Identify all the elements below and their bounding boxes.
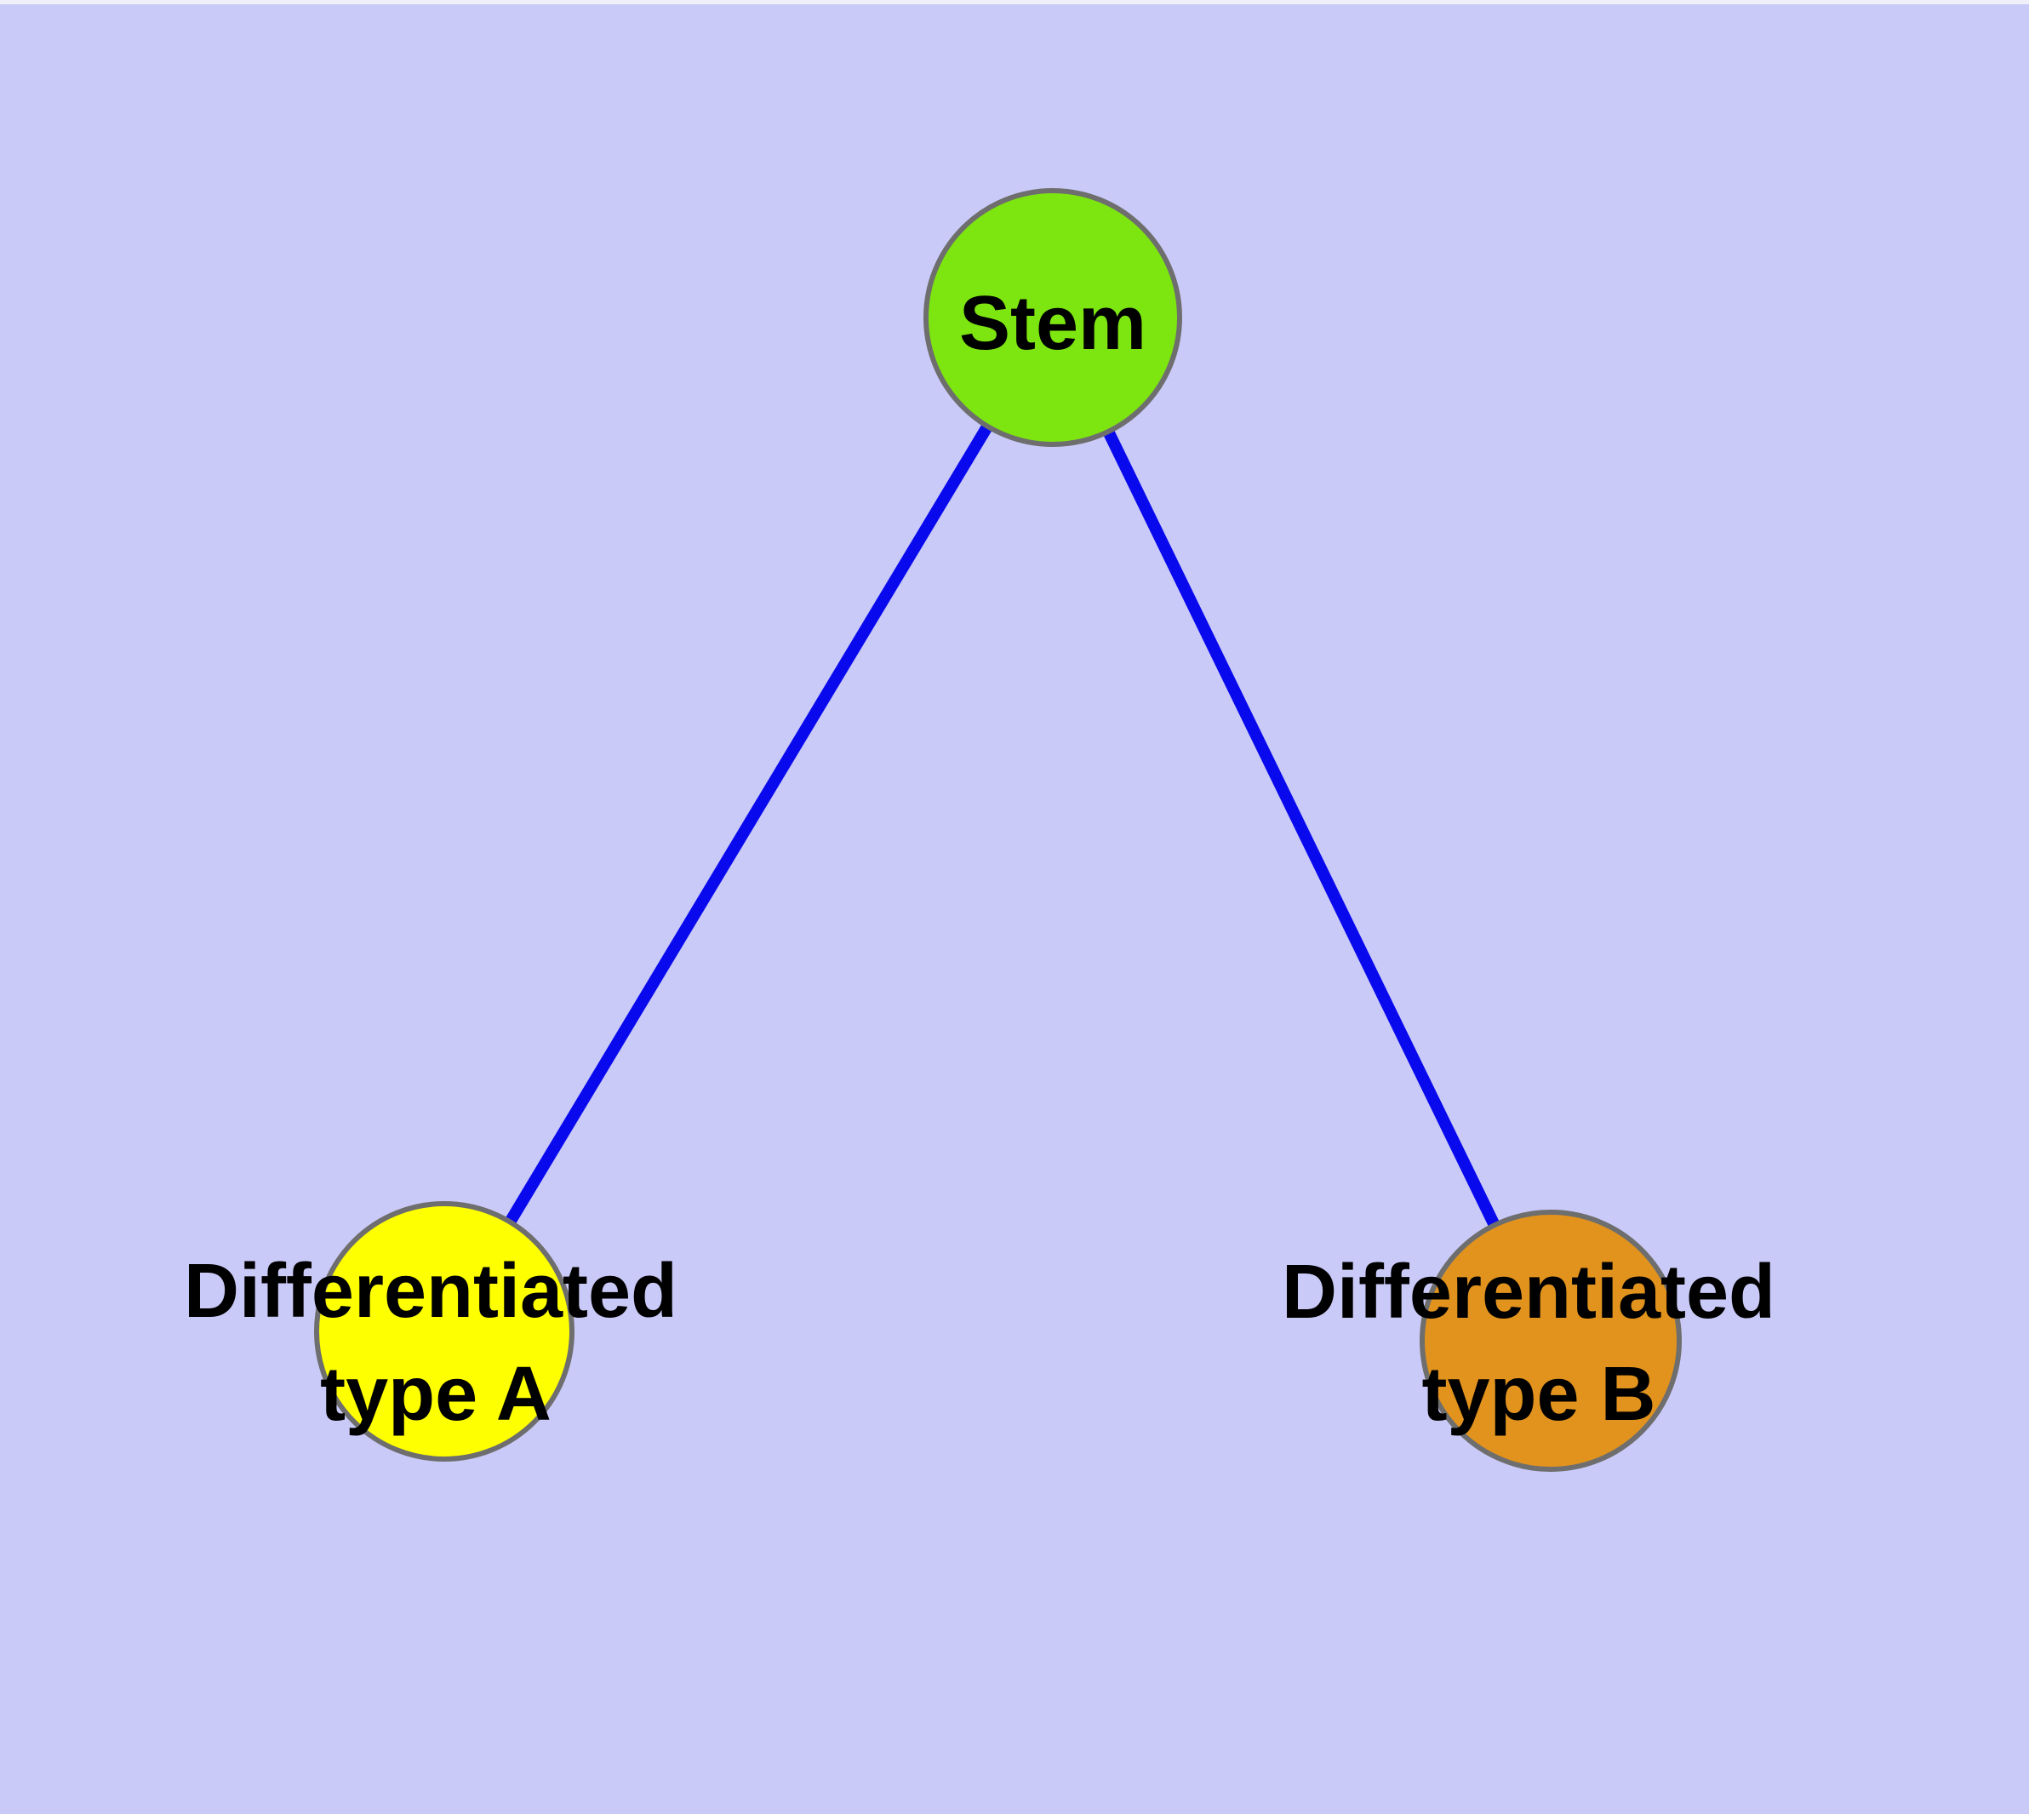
type-b-label-line2: type B bbox=[1421, 1352, 1655, 1437]
canvas-bottom-margin bbox=[0, 1814, 2029, 1820]
edge-stem-to-type-a bbox=[438, 314, 1059, 1335]
differentiated-type-a-node[interactable] bbox=[314, 1201, 574, 1462]
type-a-label-line2: type A bbox=[320, 1352, 552, 1437]
canvas-top-margin bbox=[0, 0, 2029, 4]
type-a-label-line1: Differentiated bbox=[184, 1249, 677, 1334]
edge-stem-to-type-b bbox=[1047, 314, 1557, 1344]
differentiated-type-b-node[interactable] bbox=[1420, 1210, 1682, 1472]
stem-node-label: Stem bbox=[959, 281, 1146, 366]
type-b-label-line1: Differentiated bbox=[1282, 1250, 1775, 1335]
stem-node[interactable] bbox=[923, 188, 1182, 447]
